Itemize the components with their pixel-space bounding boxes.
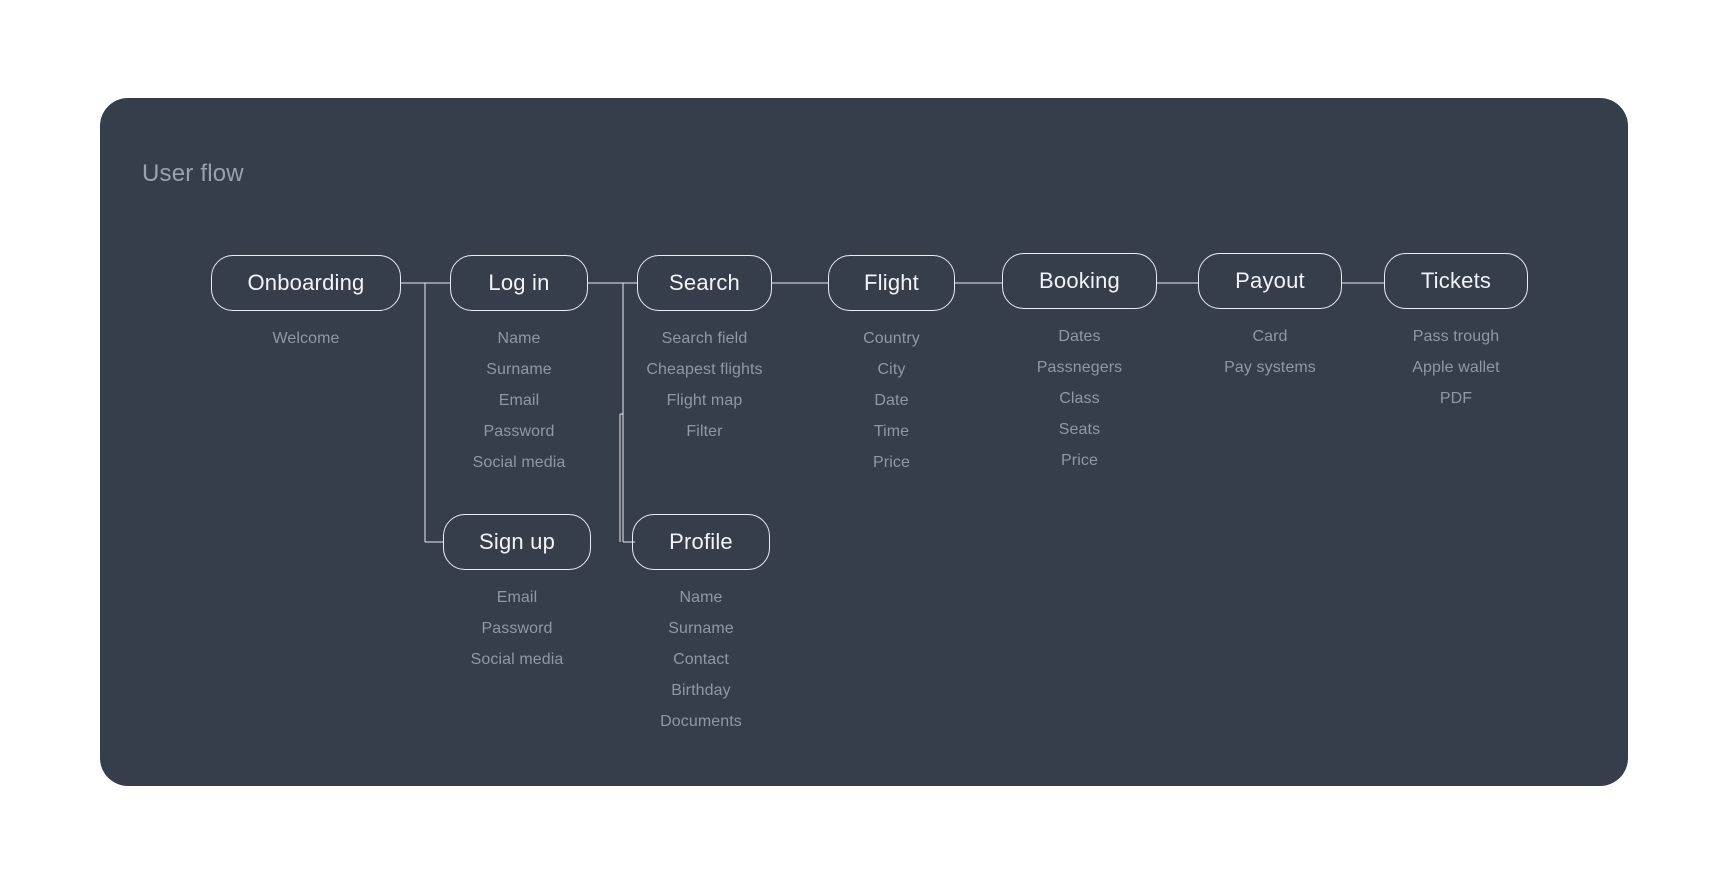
node-booking[interactable]: Booking [1002, 253, 1157, 309]
list-item[interactable]: Price [873, 454, 910, 471]
sub-list-login: Name Surname Email Password Social media [450, 328, 588, 474]
list-item[interactable]: Email [498, 392, 540, 409]
node-signup[interactable]: Sign up [443, 514, 591, 570]
list-item[interactable]: Surname [668, 620, 734, 637]
list-item[interactable]: Name [497, 330, 541, 347]
list-item[interactable]: Cheapest flights [646, 361, 763, 378]
sub-list-payout: Card Pay systems [1198, 326, 1342, 379]
list-item[interactable]: Apple wallet [1412, 359, 1500, 376]
list-item[interactable]: Price [1061, 452, 1098, 469]
sub-list-booking: Dates Passnegers Class Seats Price [1002, 326, 1157, 472]
list-item[interactable]: Name [679, 589, 723, 606]
node-search[interactable]: Search [637, 255, 772, 311]
node-group-login: Log in Name Surname Email Password Socia… [450, 255, 588, 474]
list-item[interactable]: Pay systems [1224, 359, 1316, 376]
sub-list-flight: Country City Date Time Price [828, 328, 955, 474]
list-item[interactable]: Time [873, 423, 910, 440]
list-item[interactable]: Password [481, 620, 553, 637]
list-item[interactable]: Filter [686, 423, 723, 440]
list-item[interactable]: PDF [1439, 390, 1473, 407]
list-item[interactable]: Card [1252, 328, 1288, 345]
node-flight[interactable]: Flight [828, 255, 955, 311]
node-group-signup: Sign up Email Password Social media [443, 514, 591, 671]
node-onboarding[interactable]: Onboarding [211, 255, 401, 311]
node-profile-label: Profile [669, 529, 733, 554]
list-item[interactable]: Social media [472, 454, 566, 471]
node-payout[interactable]: Payout [1198, 253, 1342, 309]
list-item[interactable]: Dates [1058, 328, 1101, 345]
list-item[interactable]: Email [496, 589, 538, 606]
node-payout-label: Payout [1235, 268, 1305, 293]
node-profile[interactable]: Profile [632, 514, 770, 570]
sub-list-signup: Email Password Social media [443, 587, 591, 671]
list-item[interactable]: Search field [661, 330, 748, 347]
node-login-label: Log in [488, 270, 550, 295]
node-flight-label: Flight [864, 270, 919, 295]
list-item[interactable]: Birthday [671, 682, 731, 699]
node-onboarding-label: Onboarding [247, 270, 365, 295]
node-group-search: Search Search field Cheapest flights Fli… [637, 255, 772, 443]
list-item[interactable]: Date [874, 392, 909, 409]
node-group-flight: Flight Country City Date Time Price [828, 255, 955, 474]
node-search-label: Search [669, 270, 740, 295]
list-item[interactable]: Flight map [666, 392, 743, 409]
node-tickets[interactable]: Tickets [1384, 253, 1528, 309]
sub-list-profile: Name Surname Contact Birthday Documents [632, 587, 770, 733]
list-item[interactable]: Country [863, 330, 920, 347]
sub-list-search: Search field Cheapest flights Flight map… [637, 328, 772, 443]
node-login[interactable]: Log in [450, 255, 588, 311]
node-booking-label: Booking [1039, 268, 1120, 293]
node-signup-label: Sign up [478, 529, 555, 554]
node-group-tickets: Tickets Pass trough Apple wallet PDF [1384, 253, 1528, 410]
list-item[interactable]: Pass trough [1412, 328, 1500, 345]
list-item[interactable]: Welcome [272, 330, 340, 347]
sub-list-onboarding: Welcome [211, 328, 401, 350]
node-tickets-label: Tickets [1420, 268, 1492, 293]
diagram-panel [100, 98, 1628, 786]
list-item[interactable]: Contact [673, 651, 729, 668]
sub-list-tickets: Pass trough Apple wallet PDF [1384, 326, 1528, 410]
page-title: User flow [142, 160, 244, 187]
list-item[interactable]: Passnegers [1036, 359, 1123, 376]
list-item[interactable]: Seats [1058, 421, 1101, 438]
list-item[interactable]: Surname [486, 361, 552, 378]
node-group-onboarding: Onboarding Welcome [211, 255, 401, 350]
list-item[interactable]: Documents [660, 713, 742, 730]
list-item[interactable]: Password [483, 423, 555, 440]
node-group-booking: Booking Dates Passnegers Class Seats Pri… [1002, 253, 1157, 472]
node-group-profile: Profile Name Surname Contact Birthday Do… [632, 514, 770, 733]
list-item[interactable]: Social media [470, 651, 564, 668]
list-item[interactable]: City [877, 361, 906, 378]
node-group-payout: Payout Card Pay systems [1198, 253, 1342, 379]
list-item[interactable]: Class [1059, 390, 1100, 407]
